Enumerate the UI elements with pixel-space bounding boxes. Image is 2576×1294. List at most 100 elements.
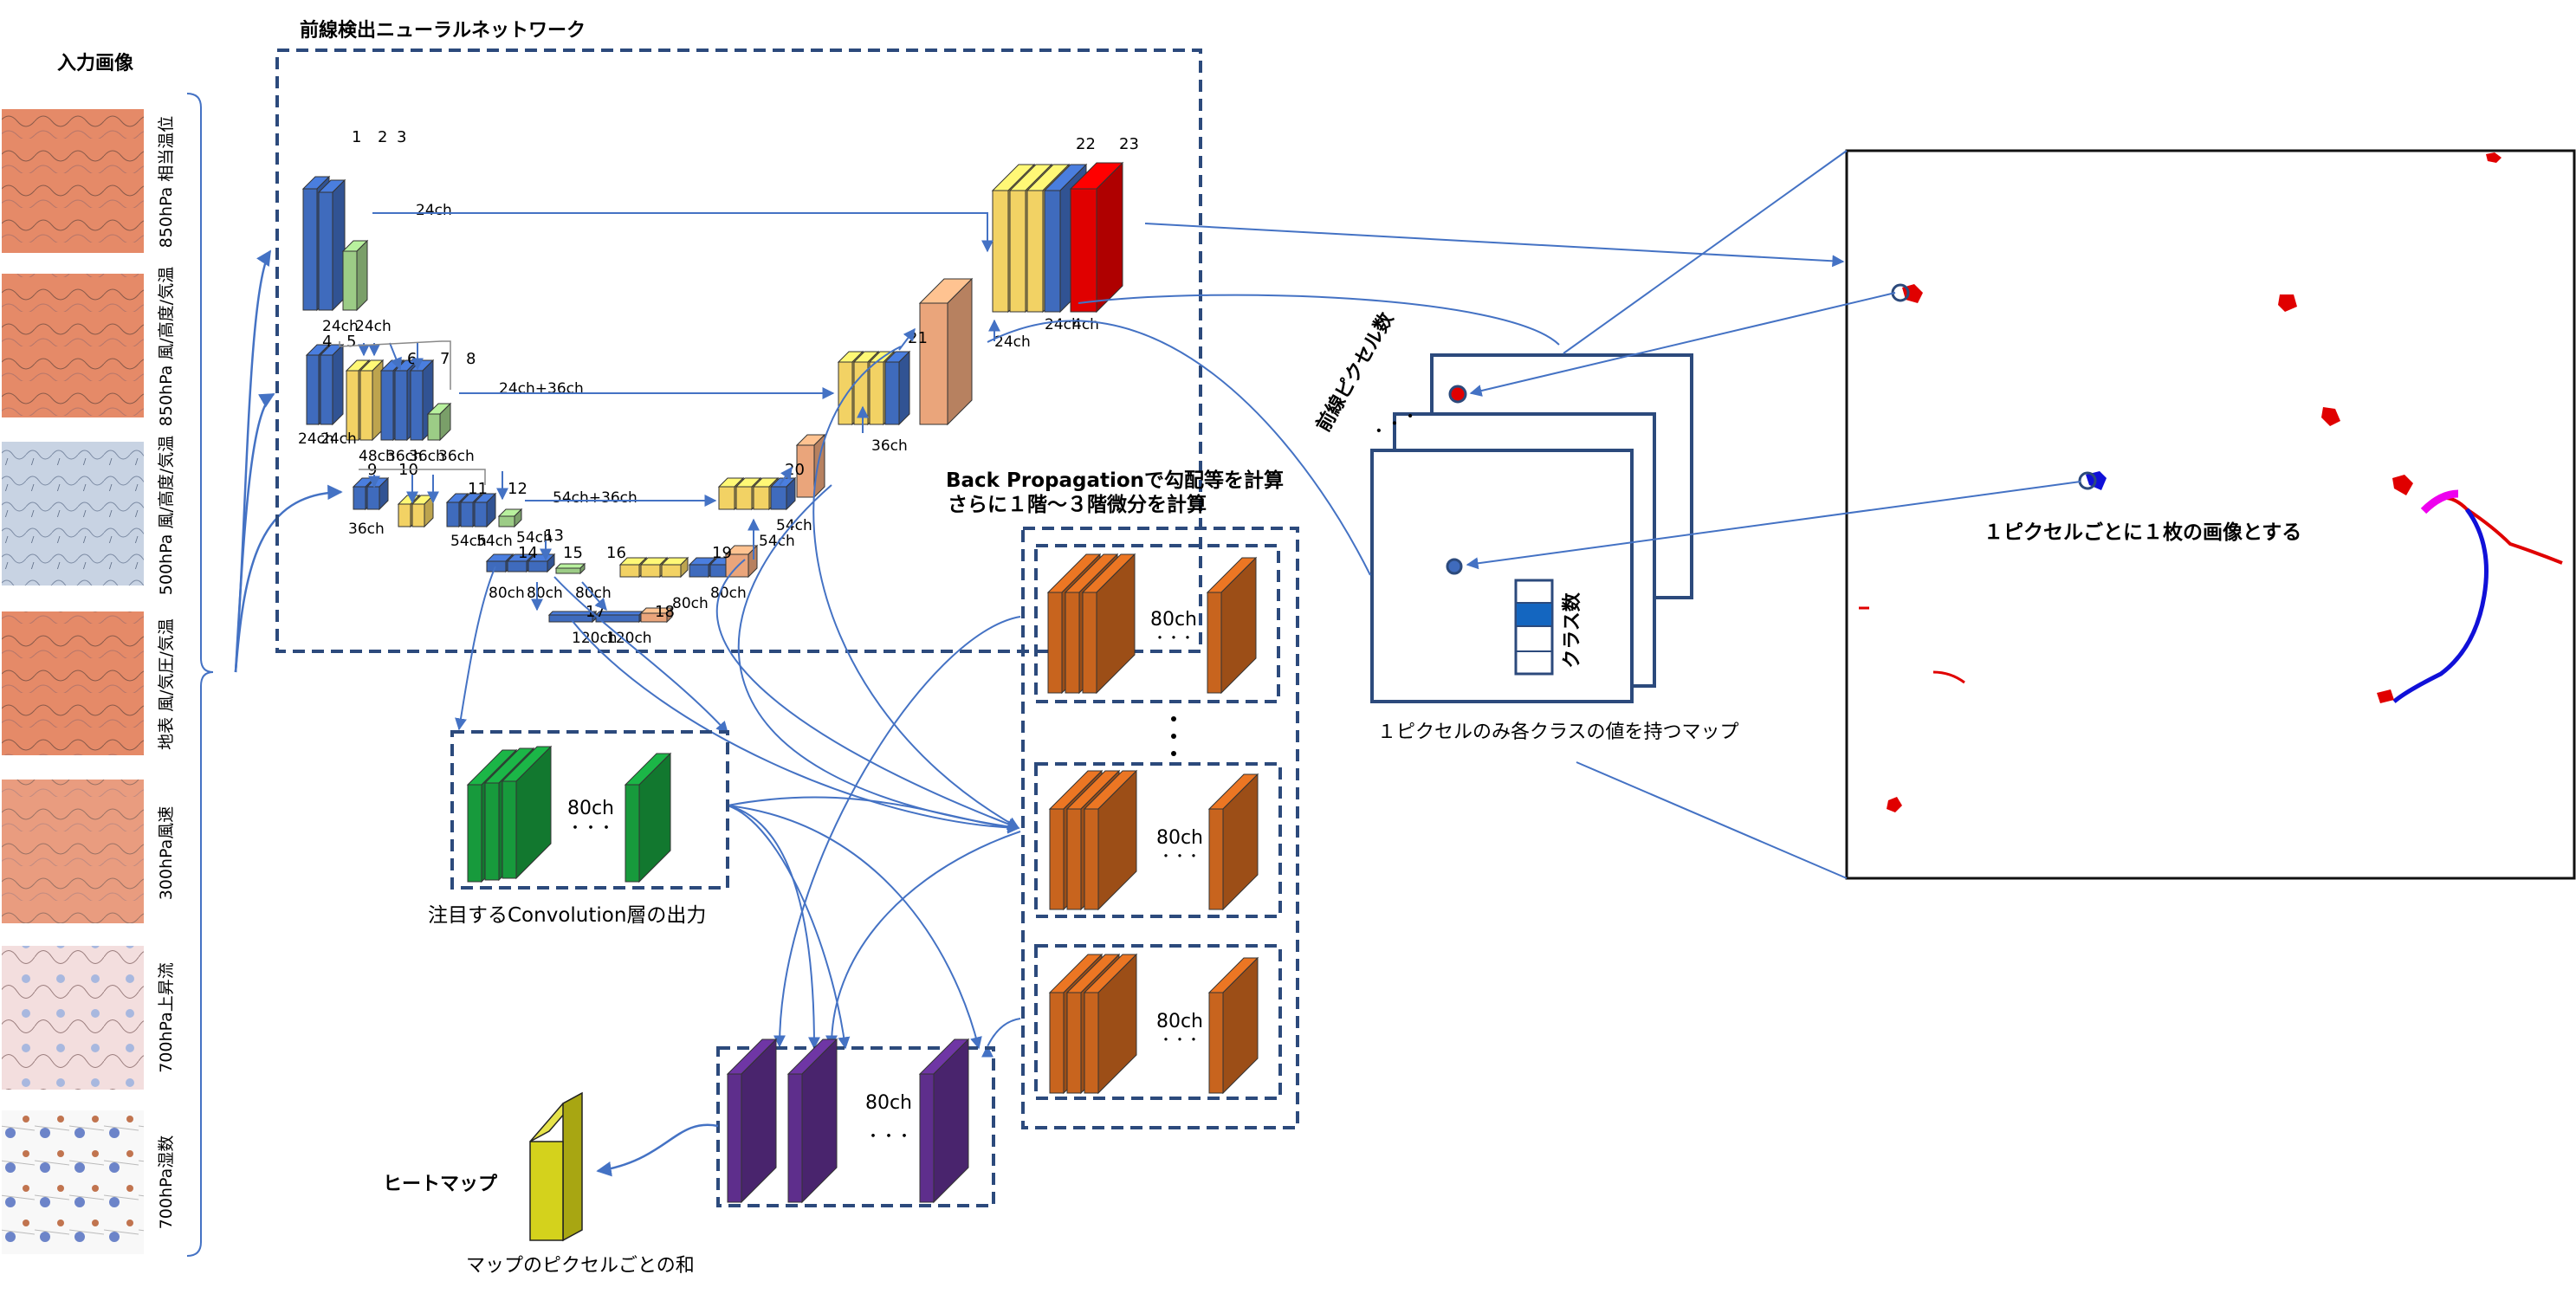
channel-label-l11: 54ch <box>450 533 487 550</box>
input-map-1 <box>2 109 144 253</box>
network-bracket-3 <box>359 469 486 485</box>
channel-label-l8: 36ch <box>438 448 475 465</box>
layer-number-1: 1 <box>352 128 361 146</box>
channel-label-l15: 80ch <box>575 585 612 602</box>
flow-arrow-12 <box>737 484 1020 833</box>
layer-23 <box>1069 161 1124 314</box>
layer-number-23: 23 <box>1119 135 1139 153</box>
backprop-dots-1: ・・・ <box>1153 630 1194 646</box>
backprop-3-map-3 <box>1083 953 1138 1095</box>
layer-3 <box>341 239 369 312</box>
channel-label-l9: 36ch <box>348 521 385 538</box>
layer-12 <box>497 508 523 528</box>
input-map-3 <box>2 442 144 586</box>
backprop-outer-box <box>1021 527 1299 1129</box>
conv-output-map-3 <box>501 745 553 880</box>
input-map-4 <box>2 611 144 755</box>
channel-label-l20: 54ch <box>776 517 812 534</box>
flow-arrow-1 <box>455 566 496 731</box>
input-label-5: 300hPa風速 <box>157 806 176 901</box>
heatmap-label: ヒートマップ <box>383 1174 498 1195</box>
flow-arrow-2 <box>553 576 728 734</box>
layer-number-21: 21 <box>908 329 928 347</box>
sum-block-dots: ・・・ <box>865 1128 912 1146</box>
class-count-label: クラス数 <box>1561 592 1583 669</box>
sum-map-1 <box>726 1038 778 1204</box>
backprop-2-map-last <box>1207 773 1259 911</box>
layer-21d <box>883 350 911 426</box>
flow-arrow-11 <box>715 559 1020 831</box>
backprop-1-map-3 <box>1081 553 1136 695</box>
output-pixel-marker-2 <box>2078 471 2097 490</box>
layer-4b <box>319 343 345 426</box>
sum-block-caption: マップのピクセルごとの和 <box>466 1255 695 1277</box>
backprop-box-1 <box>1034 544 1280 703</box>
backprop-channel-3: 80ch <box>1156 1011 1203 1032</box>
backprop-stacks <box>1046 553 1259 1095</box>
layer-number-16: 16 <box>606 544 626 562</box>
input-label-6: 700hPa上昇流 <box>157 962 176 1073</box>
input-label-1: 850hPa 相当温位 <box>157 116 176 249</box>
layer-number-12: 12 <box>508 480 527 498</box>
output-caption: １ピクセルごとに１枚の画像とする <box>1984 521 2301 544</box>
network-bracket-2 <box>339 340 451 390</box>
conv-output-stack <box>466 745 672 883</box>
class-vector-active-cell <box>1517 604 1551 626</box>
flow-arrow-4 <box>727 805 851 1050</box>
backprop-box-2 <box>1034 762 1282 918</box>
conv-output-caption: 注目するConvolution層の出力 <box>428 904 706 927</box>
input-label-4: 地表 風/気圧/気温 <box>157 618 176 750</box>
input-label-7: 700hPa湿数 <box>157 1135 176 1230</box>
network-title: 前線検出ニューラルネットワーク <box>300 19 586 42</box>
network-connection-9 <box>898 327 916 351</box>
channel-label-l1: 24ch <box>322 318 359 335</box>
sum-to-heatmap-arrow <box>596 1123 719 1177</box>
layer-number-14: 14 <box>518 544 538 562</box>
layer-number-6: 6 <box>407 350 417 368</box>
conv-output-map-last <box>624 752 672 883</box>
layer-number-7: 7 <box>440 350 450 368</box>
layer-18 <box>639 606 674 624</box>
sum-map-2 <box>786 1038 838 1204</box>
channel-label-l16: 80ch <box>672 595 709 612</box>
backprop-title-1: Back Propagationで勾配等を計算 <box>946 469 1284 492</box>
network-connection-5 <box>581 581 607 611</box>
flow-arrow-3 <box>727 805 820 1050</box>
backprop-dots-3: ・・・ <box>1159 1032 1201 1048</box>
channel-label-l4: 24ch <box>298 430 334 448</box>
layer-number-19: 19 <box>712 544 732 562</box>
layer-19 <box>724 544 759 579</box>
backprop-3-map-last <box>1207 956 1259 1095</box>
channel-label-l23: 4ch <box>1072 316 1099 333</box>
channel-label-l5: 24ch <box>320 430 357 448</box>
layer-number-13: 13 <box>544 527 564 545</box>
backprop-box-3 <box>1034 944 1282 1100</box>
sum-block-channel: 80ch <box>865 1092 912 1114</box>
flow-arrow-9 <box>981 1018 1021 1058</box>
layer-15 <box>554 562 586 575</box>
pixel-map-caption: １ピクセルのみ各クラスの値を持つマップ <box>1377 721 1739 743</box>
input-title: 入力画像 <box>57 52 134 74</box>
input-map-2 <box>2 274 144 417</box>
output-connections <box>987 150 2081 879</box>
layer-number-3: 3 <box>397 128 406 146</box>
sum-map-3 <box>918 1038 970 1204</box>
input-label-2: 850hPa 風/高度/気温 <box>157 267 176 426</box>
backprop-1-map-last <box>1206 556 1258 695</box>
input-image-list <box>2 109 144 1254</box>
channel-label-l20b: 54ch <box>759 533 795 550</box>
backprop-dots-2: ・・・ <box>1159 848 1201 864</box>
flow-arrow-13 <box>812 346 1020 829</box>
input-arrow-3 <box>234 484 343 673</box>
channel-label-skip2: 24ch+36ch <box>499 380 584 398</box>
channel-label-skip3: 54ch+36ch <box>553 489 638 507</box>
input-map-7 <box>2 1110 144 1254</box>
conv-output-dots: ・・・ <box>567 819 614 838</box>
backprop-title-2: さらに１階〜３階微分を計算 <box>948 493 1207 516</box>
channel-label-l21: 36ch <box>871 437 908 455</box>
pixel-dot-back <box>1448 385 1467 404</box>
input-bracket <box>186 93 214 1257</box>
layer-number-20: 20 <box>785 461 805 479</box>
